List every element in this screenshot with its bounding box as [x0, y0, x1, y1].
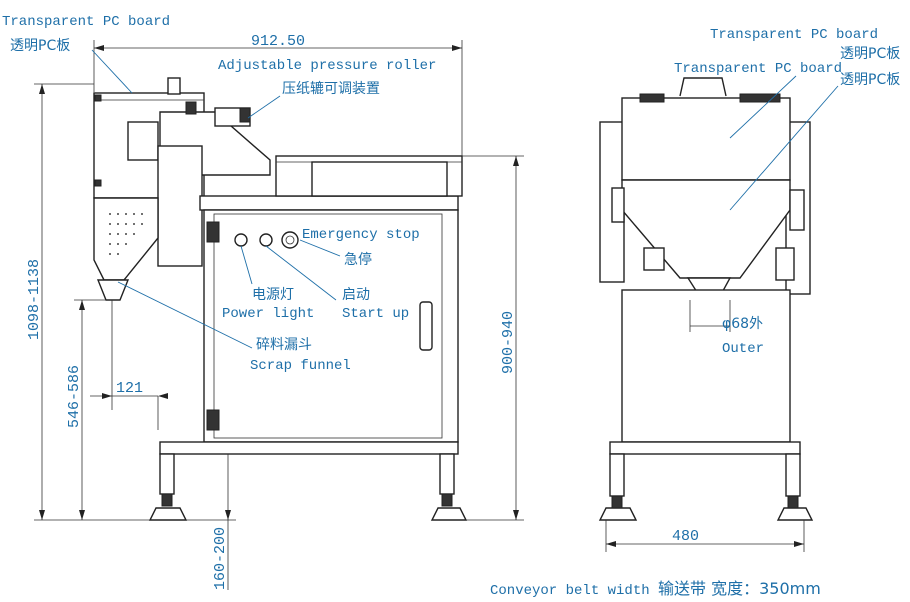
dim-total-height: 1098-1138	[26, 259, 43, 340]
power-en: Power light	[222, 306, 314, 322]
left-leg	[159, 453, 175, 495]
base-frame	[159, 441, 459, 455]
dim-funnel-offset: 121	[116, 380, 143, 397]
belt-cn: 输送带 宽度：350mm	[658, 579, 821, 598]
pc-board-en-left: Transparent PC board	[2, 14, 170, 30]
dim-foot-height: 160-200	[212, 527, 229, 590]
handle	[679, 77, 727, 97]
funnel-en: Scrap funnel	[250, 358, 351, 374]
left-foot	[148, 507, 188, 521]
right-leg	[439, 453, 455, 495]
pc-board-box	[621, 97, 791, 181]
main-cabinet	[203, 209, 459, 443]
hinge-top	[206, 221, 220, 243]
power-cn: 电源灯	[252, 287, 294, 303]
estop-cn: 急停	[344, 251, 372, 268]
pc-board-en-r2: Transparent PC board	[674, 61, 842, 77]
start-button-icon	[259, 233, 273, 247]
dim-funnel-height: 546-586	[66, 365, 83, 428]
emergency-stop-icon	[281, 231, 299, 249]
belt-en: Conveyor belt width	[490, 583, 650, 599]
dim-total-length: 912.50	[251, 33, 305, 50]
pc-board-en-r1: Transparent PC board	[710, 27, 878, 43]
front-base	[609, 441, 801, 455]
right-foot	[430, 507, 468, 521]
leader-lines	[91, 49, 839, 349]
top-latch	[167, 77, 181, 95]
dimension-lines	[34, 40, 805, 590]
dim-table-height: 900-940	[500, 311, 517, 374]
side-view	[93, 77, 468, 521]
hinge-bottom	[206, 409, 220, 431]
roller-en: Adjustable pressure roller	[218, 58, 436, 74]
scrap-funnel	[93, 197, 159, 281]
front-view	[598, 77, 814, 521]
front-cabinet	[621, 289, 791, 443]
table-top	[199, 195, 459, 211]
column	[157, 145, 203, 267]
outer-en: Outer	[722, 341, 764, 357]
pc-board-cn-r2: 透明PC板	[840, 72, 900, 88]
roller-cn: 压纸辘可调装置	[282, 81, 380, 97]
power-light-icon	[234, 233, 248, 247]
pc-board-cn-left: 透明PC板	[10, 38, 70, 54]
start-cn: 启动	[342, 287, 370, 303]
feeder-block	[127, 121, 159, 161]
funnel-cn: 碎料漏斗	[256, 337, 312, 353]
dim-width: 480	[672, 528, 699, 545]
pc-board-cn-r1: 透明PC板	[840, 46, 900, 62]
outer-diameter: φ68外	[722, 316, 763, 332]
estop-en: Emergency stop	[302, 227, 420, 243]
door-handle	[419, 301, 433, 351]
start-en: Start up	[342, 306, 409, 322]
